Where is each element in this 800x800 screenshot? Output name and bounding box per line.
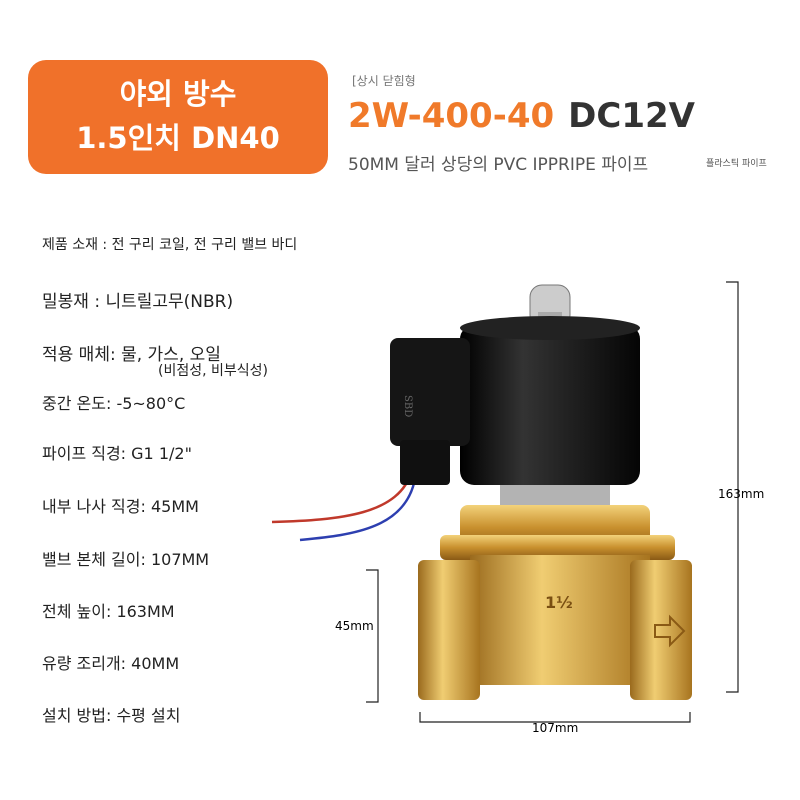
spec-total-height: 전체 높이: 163MM (42, 602, 175, 621)
spec-pipe-diameter: 파이프 직경: G1 1/2" (42, 444, 192, 463)
badge-line-1: 야외 방수 (119, 77, 237, 111)
spec-temperature: 중간 온도: -5~80°C (42, 394, 186, 413)
dimension-lines (366, 281, 739, 723)
model-title: 2W-400-40 DC12V (348, 96, 695, 136)
model-voltage: DC12V (568, 96, 695, 136)
height-dimension: 163mm (718, 487, 764, 501)
subtitle-small: 플라스틱 파이프 (706, 159, 767, 169)
spec-thread-diameter: 내부 나사 직경: 45MM (42, 497, 199, 516)
wires (271, 469, 418, 542)
product-badge: 야외 방수 1.5인치 DN40 (28, 60, 328, 174)
spec-material: 제품 소재 : 전 구리 코일, 전 구리 밸브 바디 (42, 237, 298, 253)
model-code: 2W-400-40 (348, 96, 555, 136)
valve-body (418, 505, 692, 700)
body-size-mark: 1½ (545, 593, 573, 612)
badge-line-2: 1.5인치 DN40 (76, 121, 280, 155)
spec-media: 적용 매체: 물, 가스, 오일 (42, 345, 221, 365)
spec-orifice: 유량 조리개: 40MM (42, 654, 180, 673)
spec-body-length: 밸브 본체 길이: 107MM (42, 550, 210, 569)
coil (390, 284, 640, 510)
coil-label: SBD (402, 395, 413, 417)
type-tag: [상시 닫힘형 (352, 74, 416, 88)
thread-dimension: 45mm (335, 619, 374, 633)
spec-media-note: (비점성, 비부식성) (158, 363, 268, 379)
subtitle: 50MM 달러 상당의 PVC IPPRIPE 파이프 (348, 155, 649, 175)
spec-seal: 밀봉재 : 니트릴고무(NBR) (42, 292, 234, 312)
length-dimension: 107mm (532, 721, 578, 735)
spec-installation: 설치 방법: 수평 설치 (42, 706, 181, 725)
